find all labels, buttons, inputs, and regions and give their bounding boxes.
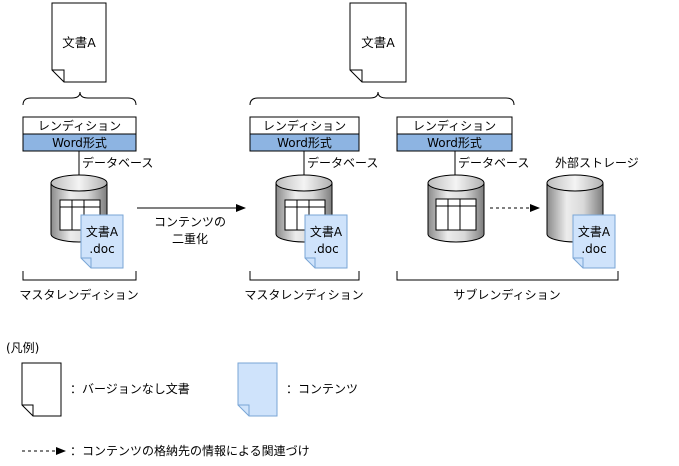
legend-content-icon (237, 362, 278, 417)
legend-version-less-doc: ：バージョンなし文書 (70, 381, 190, 396)
legend-relation: ：コンテンツの格納先の情報による関連づけ (70, 443, 310, 458)
legend-title: (凡例) (6, 341, 39, 355)
content-file-name: 文書A (578, 224, 611, 239)
database-label-right: データベース (458, 155, 529, 170)
content-file-ext: .doc (581, 242, 606, 256)
document-middle-label: 文書A (361, 35, 395, 50)
rendition-label: レンディション (38, 118, 121, 133)
bracket-right (396, 271, 619, 281)
legend-document-icon (21, 362, 62, 417)
brace-middle (249, 91, 515, 106)
bracket-left (22, 271, 137, 281)
document-left: 文書A (51, 2, 107, 83)
legend-content: ：コンテンツ (286, 382, 358, 396)
format-label: Word形式 (427, 136, 482, 150)
content-file-left: 文書A .doc (80, 214, 124, 269)
content-file-ext: .doc (89, 242, 114, 256)
database-icon-right (427, 174, 485, 243)
group-label-right: サブレンディション (453, 287, 560, 302)
group-label-left: マスタレンディション (19, 287, 138, 302)
content-file-name: 文書A (86, 224, 119, 239)
group-label-middle: マスタレンディション (244, 287, 363, 302)
rendition-box-right: レンディション Word形式 (396, 116, 513, 152)
format-label: Word形式 (52, 136, 107, 150)
arrow-label-line1: コンテンツの (154, 215, 226, 229)
rendition-box-middle: レンディション Word形式 (249, 116, 360, 152)
rendition-box-left: レンディション Word形式 (22, 116, 137, 152)
document-middle: 文書A (349, 2, 407, 83)
bracket-middle (249, 271, 360, 281)
content-file-right: 文書A .doc (572, 214, 616, 269)
database-label-middle: データベース (307, 155, 378, 170)
arrow-label-line2: 二重化 (172, 232, 208, 246)
content-file-name: 文書A (310, 224, 343, 239)
content-file-ext: .doc (313, 242, 338, 256)
database-label-left: データベース (82, 155, 153, 170)
external-storage-label: 外部ストレージ (555, 155, 639, 170)
content-file-middle: 文書A .doc (304, 214, 348, 269)
rendition-label: レンディション (413, 118, 496, 133)
rendition-label: レンディション (263, 118, 346, 133)
brace-left (22, 91, 137, 106)
format-label: Word形式 (277, 136, 332, 150)
document-left-label: 文書A (62, 35, 96, 50)
